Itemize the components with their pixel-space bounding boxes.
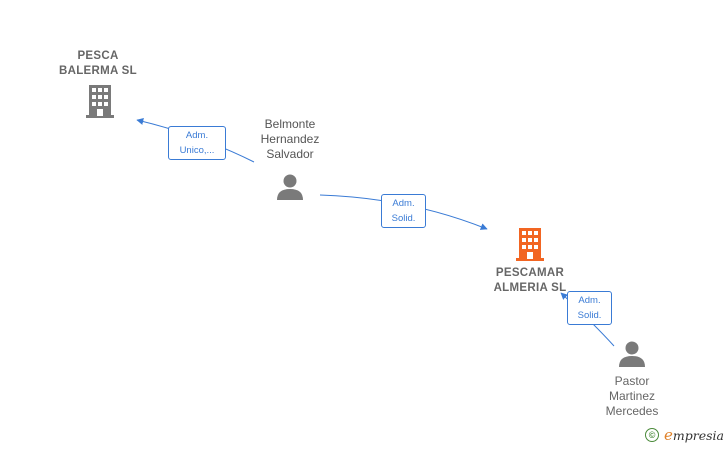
building-icon[interactable] <box>516 228 544 261</box>
node-label-pescamar[interactable]: PESCAMAR ALMERIA SL <box>493 267 567 294</box>
edge-label-adm-solid[interactable]: Adm. Solid. <box>567 291 612 325</box>
person-icon[interactable] <box>277 174 303 201</box>
node-label-pastor[interactable]: Pastor Martinez Mercedes <box>605 374 659 418</box>
brand-logo: © empresia <box>645 426 724 444</box>
node-label-pesca-balerma[interactable]: PESCA BALERMA SL <box>59 50 137 77</box>
brand-name: empresia <box>664 426 724 444</box>
edge-label-adm-solid[interactable]: Adm. Solid. <box>381 194 426 228</box>
building-icon[interactable] <box>86 85 114 118</box>
copyright-icon: © <box>645 428 660 442</box>
node-label-belmonte[interactable]: Belmonte Hernandez Salvador <box>260 117 320 161</box>
person-icon[interactable] <box>619 341 645 368</box>
brand-rest: mpresia <box>672 428 724 443</box>
brand-first-letter: e <box>664 426 673 444</box>
edge-label-adm-unico[interactable]: Adm. Unico,... <box>168 126 226 160</box>
